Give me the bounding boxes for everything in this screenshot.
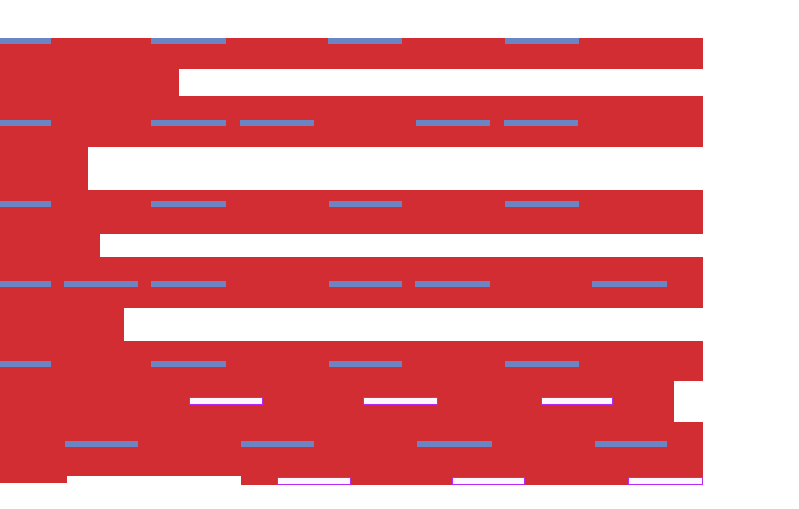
redacted-text-block (241, 422, 703, 485)
redacted-text-block (0, 308, 124, 341)
link-bar[interactable] (505, 201, 579, 207)
redacted-text-block (0, 96, 703, 147)
link-bar[interactable] (151, 38, 226, 44)
redacted-text-block (67, 422, 241, 476)
link-bar[interactable] (329, 201, 402, 207)
link-bar[interactable] (151, 120, 226, 126)
redacted-text-block (0, 147, 88, 190)
redacted-text-block (0, 234, 100, 257)
redacted-text-block (0, 69, 179, 96)
link-bar[interactable] (595, 441, 667, 447)
redacted-text-block (0, 190, 703, 234)
link-bar[interactable] (504, 120, 578, 126)
link-bar[interactable] (0, 281, 51, 287)
link-bar[interactable] (417, 441, 492, 447)
link-bar[interactable] (505, 38, 579, 44)
visited-link-bar[interactable] (452, 477, 525, 485)
visited-link-bar[interactable] (277, 477, 351, 485)
link-bar[interactable] (505, 361, 579, 367)
link-bar[interactable] (241, 441, 314, 447)
link-bar[interactable] (151, 361, 226, 367)
link-bar[interactable] (0, 120, 51, 126)
link-bar[interactable] (65, 441, 138, 447)
visited-link-bar[interactable] (628, 477, 703, 485)
link-bar[interactable] (151, 281, 226, 287)
link-bar[interactable] (151, 201, 226, 207)
link-bar[interactable] (64, 281, 138, 287)
link-bar[interactable] (415, 281, 490, 287)
visited-link-bar[interactable] (363, 397, 438, 405)
visited-link-bar[interactable] (189, 397, 263, 405)
link-bar[interactable] (328, 38, 402, 44)
link-bar[interactable] (329, 361, 402, 367)
link-bar[interactable] (0, 201, 51, 207)
link-bar[interactable] (240, 120, 314, 126)
link-bar[interactable] (416, 120, 490, 126)
link-bar[interactable] (0, 361, 51, 367)
link-bar[interactable] (329, 281, 402, 287)
redacted-text-block (0, 422, 67, 483)
visited-link-bar[interactable] (541, 397, 613, 405)
link-bar[interactable] (0, 38, 51, 44)
link-bar[interactable] (592, 281, 667, 287)
